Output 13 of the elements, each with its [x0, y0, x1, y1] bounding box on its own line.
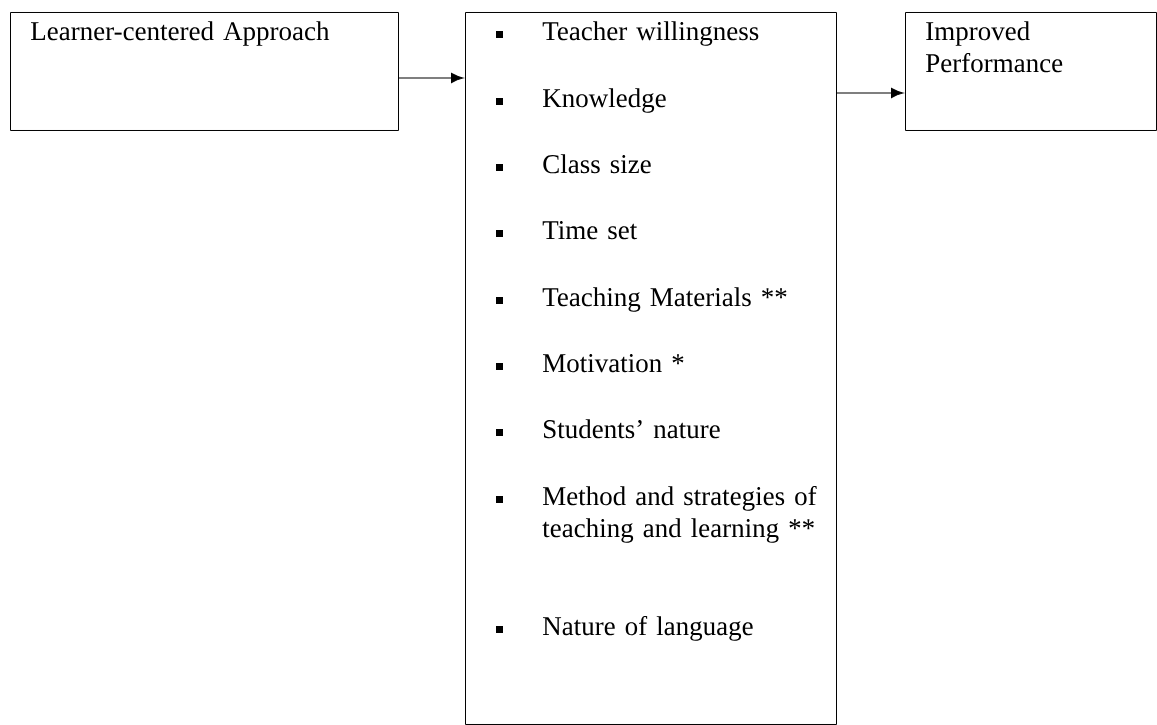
text-box: Learner-centered Approach [10, 12, 399, 131]
text-box: Improved Performance [905, 12, 1157, 131]
arrow [836, 87, 904, 99]
list-item: Teaching Materials ** [542, 287, 787, 312]
list-item: Class size [543, 154, 651, 174]
list-item: Method and strategies of teaching and learning ** [542, 486, 817, 543]
list-item: Teacher willingness [542, 21, 759, 46]
list-item: Knowledge [543, 88, 666, 113]
list-item: Time set [542, 221, 638, 240]
list-item: Motivation * [543, 354, 684, 373]
list-item: Students’ nature [544, 419, 720, 439]
list-item: Nature of language [543, 616, 753, 641]
arrow [398, 72, 464, 84]
